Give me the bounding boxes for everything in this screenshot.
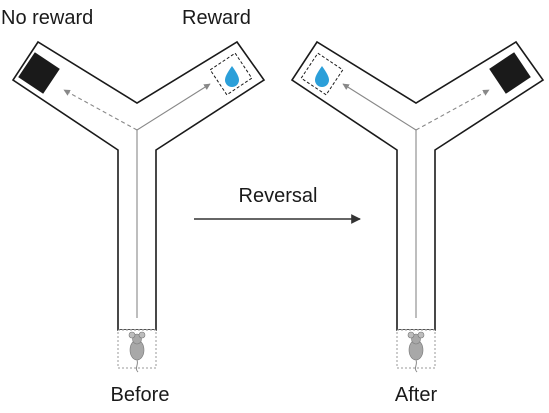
label-after: After [395, 384, 438, 406]
label-reversal: Reversal [239, 185, 318, 207]
after-panel [290, 40, 545, 373]
before-maze-outline [11, 40, 266, 331]
label-reward: Reward [182, 7, 251, 29]
after-no-reward-box [489, 52, 531, 94]
label-before: Before [111, 384, 170, 406]
before-no-reward-box [18, 52, 60, 94]
after-maze-outline [290, 40, 545, 331]
after-rewarded-path-arrow [342, 83, 417, 131]
label-no-reward: No reward [1, 7, 93, 29]
after-reward-box [300, 52, 344, 96]
before-panel [11, 40, 266, 373]
before-rewarded-path-arrow [136, 83, 211, 131]
